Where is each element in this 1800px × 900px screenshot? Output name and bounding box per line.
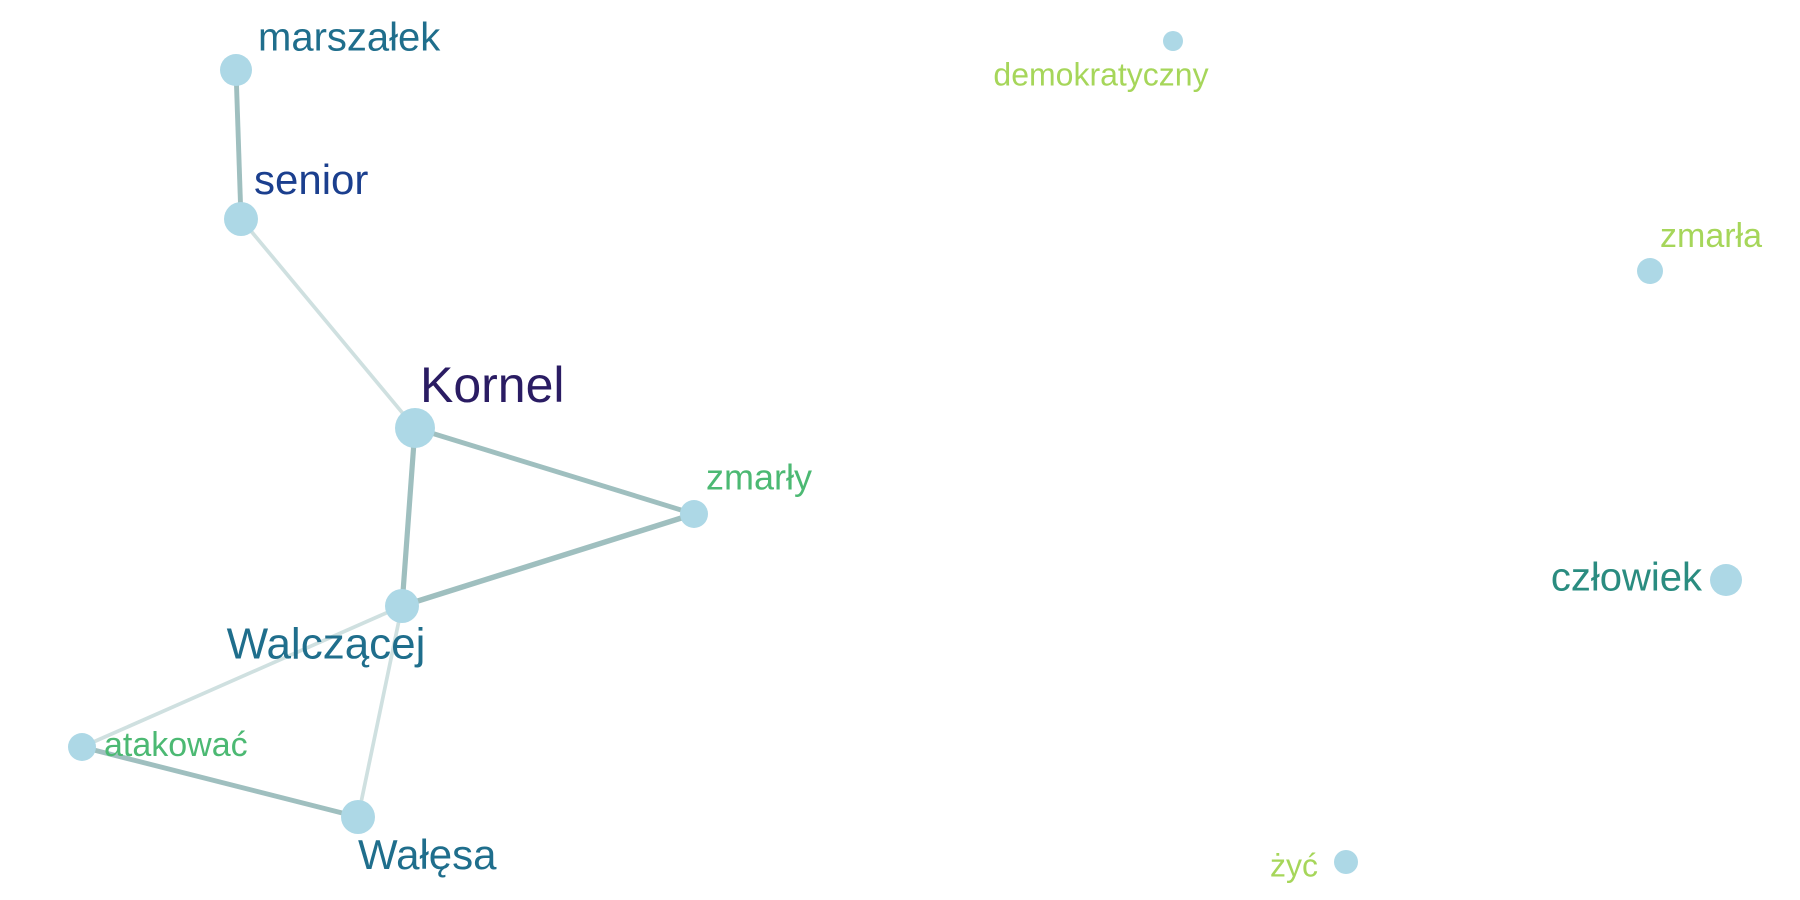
node-zmarly — [680, 500, 708, 528]
node-label-zmarly: zmarły — [706, 457, 812, 498]
edge-marszalek-senior — [233, 67, 244, 222]
node-czlowiek — [1710, 564, 1742, 596]
edge-walczacej-walesa — [356, 604, 404, 819]
edge-atakowac-walesa — [79, 744, 361, 820]
node-label-walesa: Wałęsa — [358, 831, 497, 878]
node-label-demokratyczny: demokratyczny — [993, 56, 1208, 92]
node-walesa — [341, 800, 375, 834]
node-senior — [224, 202, 258, 236]
node-zyc — [1334, 850, 1358, 874]
edge-kornel-zmarly — [412, 425, 697, 517]
node-label-kornel: Kornel — [420, 357, 565, 413]
edge-senior-kornel — [239, 217, 417, 430]
edge-kornel-walczacej — [399, 425, 418, 609]
edge-zmarly-walczacej — [399, 511, 697, 609]
node-atakowac — [68, 733, 96, 761]
node-label-zmarla: zmarła — [1660, 217, 1762, 255]
edge-walczacej-atakowac — [80, 604, 404, 749]
node-label-marszalek: marszałek — [258, 16, 441, 60]
node-demokratyczny — [1163, 31, 1183, 51]
node-label-atakowac: atakować — [104, 726, 248, 764]
node-label-zyc: żyć — [1270, 847, 1318, 883]
nodes-layer — [68, 31, 1742, 874]
node-zmarla — [1637, 258, 1663, 284]
node-label-senior: senior — [254, 156, 368, 203]
node-label-czlowiek: człowiek — [1551, 556, 1703, 600]
node-marszalek — [220, 54, 252, 86]
node-kornel — [395, 408, 435, 448]
node-label-walczacej: Walczącej — [227, 620, 426, 669]
edges-layer — [79, 67, 697, 820]
node-walczacej — [385, 589, 419, 623]
